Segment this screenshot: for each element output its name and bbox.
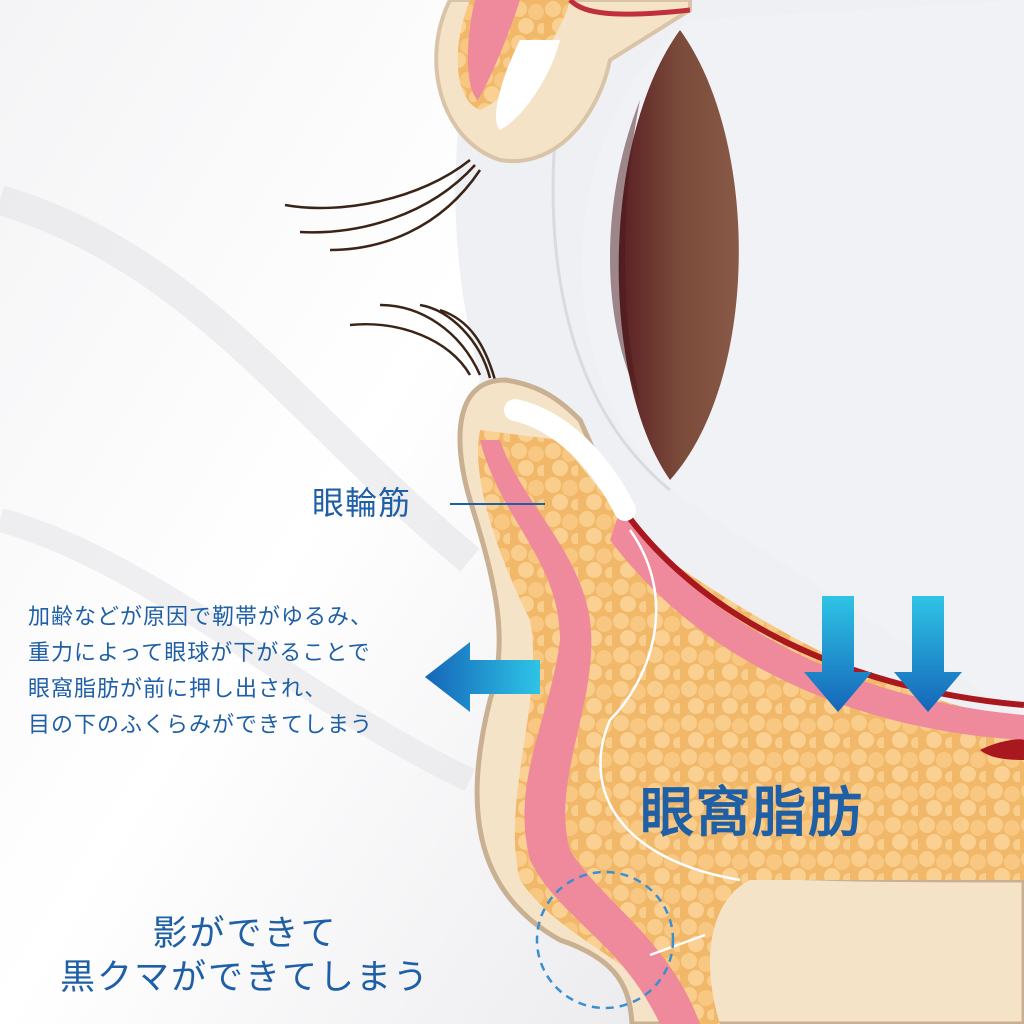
shadow-line: 影ができて bbox=[152, 914, 338, 954]
cause-line: 加齢などが原因で靭帯がゆるみ、 bbox=[28, 605, 374, 630]
iris bbox=[618, 30, 739, 480]
upper-eyelid bbox=[434, 0, 692, 164]
orbital-fat-label: 眼窩脂肪 bbox=[640, 781, 864, 844]
cause-line: 重力によって眼球が下がることで bbox=[28, 641, 371, 666]
cause-line: 目の下のふくらみができてしまう bbox=[28, 713, 374, 738]
orbital-fat bbox=[478, 430, 1024, 1024]
eyeball bbox=[551, 0, 1024, 720]
cause-description: 加齢などが原因で靭帯がゆるみ、 重力によって眼球が下がることで 眼窩脂肪が前に押… bbox=[28, 600, 373, 744]
shadow-area-marker bbox=[535, 870, 675, 1010]
orbicularis-muscle-label: 眼輪筋 bbox=[312, 484, 412, 522]
shadow-line: 黒クマができてしまう bbox=[59, 958, 430, 998]
orbicularis-muscle bbox=[480, 440, 700, 1024]
arrow-down-icon bbox=[804, 596, 872, 712]
lower-eyelid-cross-section bbox=[457, 377, 1024, 1024]
arrow-down-icon bbox=[894, 596, 962, 712]
shadow-description: 影ができて 黒クマができてしまう bbox=[0, 912, 490, 1000]
arrow-left-icon bbox=[425, 642, 540, 712]
cause-line: 眼窩脂肪が前に押し出され、 bbox=[28, 677, 328, 702]
eyelashes bbox=[284, 159, 497, 381]
